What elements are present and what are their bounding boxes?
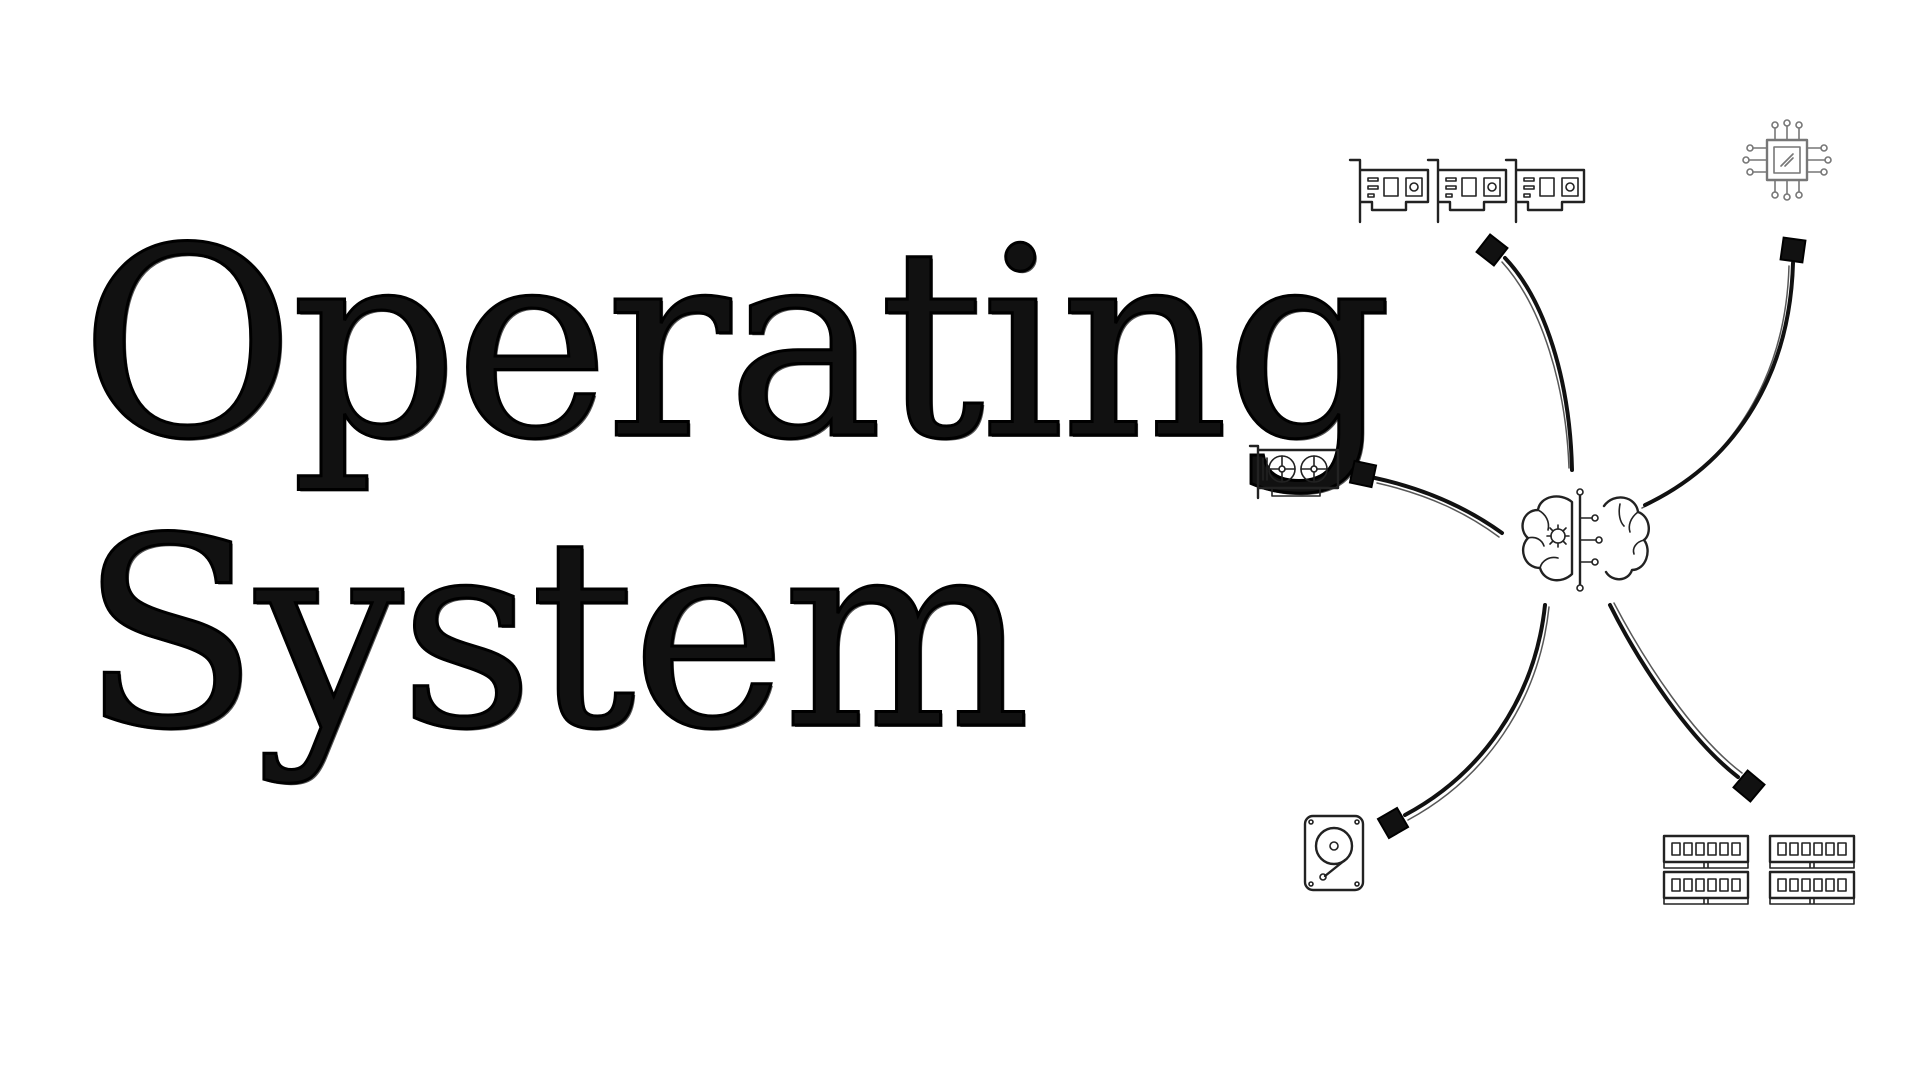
- cpu-chip-icon: [1742, 119, 1832, 201]
- connector-hard-disk: [1376, 603, 1550, 840]
- title-line-2: System: [79, 482, 1033, 787]
- connectors: [1348, 233, 1807, 840]
- ram-module-1: [1662, 834, 1750, 869]
- pci-card-icon: [1348, 158, 1586, 224]
- hard-disk-icon: [1303, 814, 1365, 892]
- ram-module-4: [1768, 870, 1856, 905]
- pci-card-1: [1348, 158, 1430, 224]
- ram-module-icon: [1662, 834, 1856, 905]
- plug-cpu: [1779, 236, 1807, 264]
- connector-memory: [1608, 602, 1766, 803]
- pci-card-3: [1504, 158, 1586, 224]
- pci-card-2: [1426, 158, 1508, 224]
- ram-module-2: [1768, 834, 1856, 869]
- plug-gpu: [1348, 459, 1378, 489]
- connector-gpu: [1348, 459, 1504, 538]
- brain-circuit-icon: [1521, 488, 1650, 592]
- plug-memory: [1732, 769, 1766, 803]
- graphics-card-icon: [1248, 444, 1340, 500]
- plug-hard-disk: [1376, 806, 1410, 840]
- plug-expansion-cards: [1475, 233, 1509, 267]
- connector-expansion-cards: [1475, 233, 1574, 472]
- connector-cpu: [1641, 236, 1807, 509]
- ram-module-3: [1662, 870, 1750, 905]
